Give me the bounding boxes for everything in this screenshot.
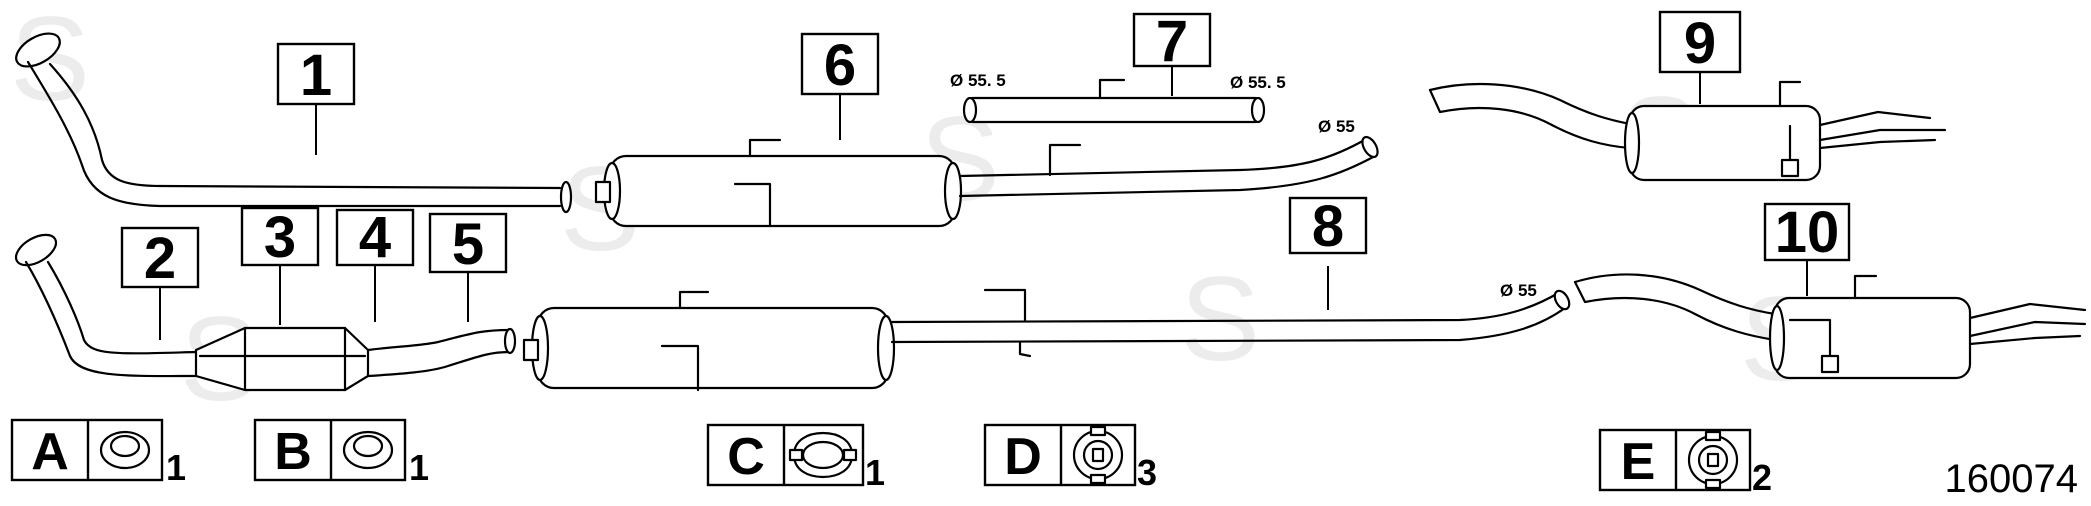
part-label-10: 10 xyxy=(1763,200,1851,265)
kit-e: E 2 xyxy=(1598,428,1772,498)
svg-text:5: 5 xyxy=(452,212,484,277)
kit-b: B 1 xyxy=(253,418,429,488)
part-5-intermediate-pipe xyxy=(366,327,517,378)
gasket-ring-icon xyxy=(342,430,394,470)
reference-number: 160074 xyxy=(1945,457,2078,501)
kit-c: C 1 xyxy=(706,423,885,493)
diameter-label: Ø 55 xyxy=(1500,281,1537,300)
part-1-front-pipe xyxy=(15,32,573,214)
svg-text:1: 1 xyxy=(300,43,332,108)
svg-text:3: 3 xyxy=(264,205,296,270)
pipe-clamp-icon xyxy=(788,431,858,479)
kit-quantity: 1 xyxy=(409,447,429,488)
gasket-ring-icon xyxy=(99,430,151,470)
part-label-4: 4 xyxy=(335,205,415,270)
part-3-catalytic-converter xyxy=(194,326,370,392)
kit-letter: E xyxy=(1621,433,1656,491)
part-label-9: 9 xyxy=(1658,10,1742,76)
part-label-1: 1 xyxy=(276,42,356,108)
diameter-label: Ø 55. 5 xyxy=(1230,73,1286,92)
part-label-8: 8 xyxy=(1288,194,1368,259)
part-10-rear-silencer xyxy=(1573,273,2087,380)
kit-letter: C xyxy=(727,428,765,486)
svg-text:8: 8 xyxy=(1312,194,1344,259)
part-label-5: 5 xyxy=(428,212,508,277)
svg-text:2: 2 xyxy=(144,226,176,291)
kit-quantity: 1 xyxy=(166,447,186,488)
leader-lines xyxy=(159,66,1808,340)
kit-a: A 1 xyxy=(10,418,186,488)
kit-quantity: 3 xyxy=(1137,452,1157,493)
diameter-label: Ø 55. 5 xyxy=(950,71,1006,90)
watermark-letter: S xyxy=(1180,252,1260,386)
kit-quantity: 1 xyxy=(865,452,885,493)
svg-text:9: 9 xyxy=(1684,11,1716,76)
kit-letter: A xyxy=(31,423,69,481)
kit-letter: B xyxy=(274,423,312,481)
part-label-7: 7 xyxy=(1132,9,1212,74)
kit-letter: D xyxy=(1004,428,1042,486)
part-7-connecting-pipe: Ø 55. 5 Ø 55. 5 xyxy=(950,71,1286,124)
part-number-labels: 1 2 3 4 5 6 7 8 xyxy=(120,9,1851,291)
part-label-6: 6 xyxy=(800,32,880,98)
part-2-front-pipe xyxy=(14,233,198,378)
part-9-rear-silencer xyxy=(1428,80,1947,182)
svg-text:6: 6 xyxy=(824,33,856,98)
rubber-mount-icon xyxy=(1687,430,1739,490)
svg-text:10: 10 xyxy=(1775,200,1840,265)
rubber-mount-icon xyxy=(1072,425,1124,485)
diameter-label: Ø 55 xyxy=(1318,117,1355,136)
kit-d: D 3 xyxy=(983,423,1157,493)
svg-text:4: 4 xyxy=(359,205,391,270)
part-8-middle-silencer: Ø 55 xyxy=(522,281,1571,392)
part-6-middle-silencer: Ø 55 xyxy=(594,117,1379,228)
svg-text:7: 7 xyxy=(1156,9,1188,74)
part-label-3: 3 xyxy=(240,205,320,270)
part-label-2: 2 xyxy=(120,226,200,291)
kit-quantity: 2 xyxy=(1752,457,1772,498)
